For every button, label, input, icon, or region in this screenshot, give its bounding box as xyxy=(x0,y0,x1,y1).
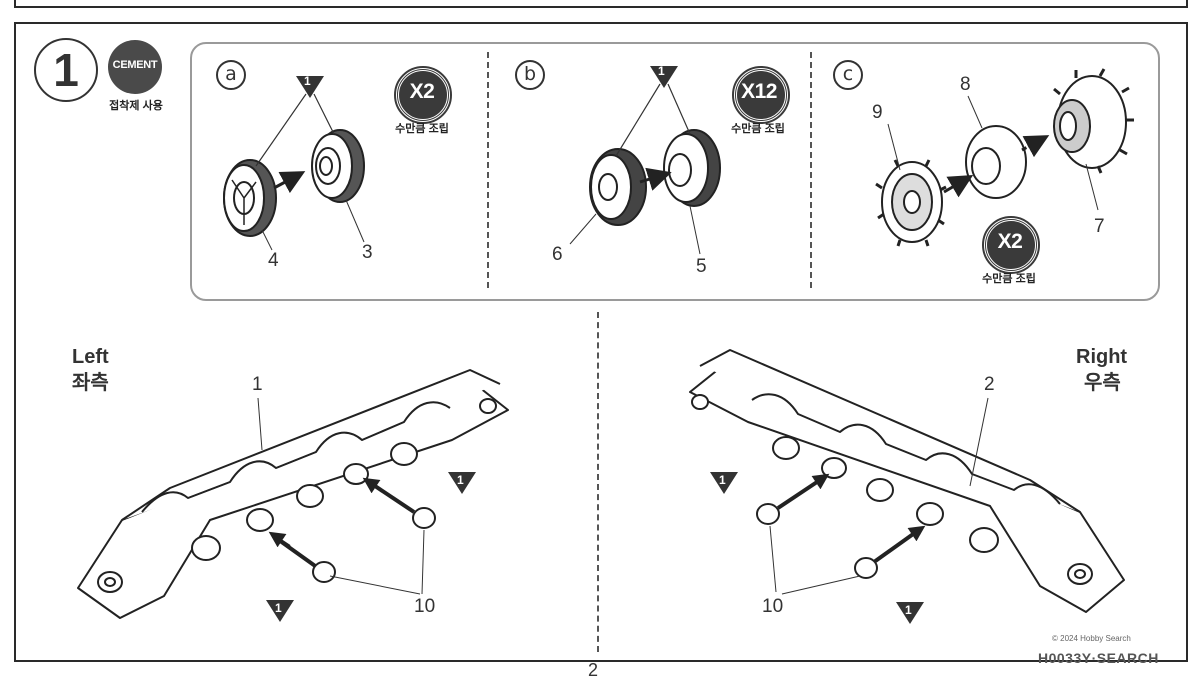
cement-icon xyxy=(108,40,162,94)
part-number-10-right: 10 xyxy=(762,596,784,617)
right-label-ko: 우측 xyxy=(1084,372,1121,394)
substep-c-label: c xyxy=(833,60,863,90)
multiplier-c-caption: 수만큼 조립 xyxy=(982,273,1036,285)
sprocket-part-9 xyxy=(875,159,947,247)
left-label-ko: 좌측 xyxy=(72,372,109,394)
multiplier-c: X2 xyxy=(997,230,1023,253)
multiplier-badge-icon xyxy=(982,216,1040,274)
wheel-part-3 xyxy=(311,129,365,203)
step-number: 1 xyxy=(34,38,98,102)
watermark: H0033Y·SEARCH xyxy=(1038,650,1159,666)
wheel-part-6 xyxy=(589,148,647,226)
right-label-en: Right xyxy=(1076,346,1128,368)
multiplier-a-caption: 수만큼 조립 xyxy=(395,123,449,135)
multiplier-badge-icon xyxy=(732,66,790,124)
multiplier-badge-icon xyxy=(394,66,452,124)
part-number-6: 6 xyxy=(552,244,563,265)
divider-ab xyxy=(487,52,489,288)
left-label-en: Left xyxy=(72,346,109,368)
part-number-2: 2 xyxy=(984,374,995,395)
part-number-7: 7 xyxy=(1094,216,1105,237)
hull-side-left xyxy=(77,369,509,619)
bolt-part-10-right xyxy=(756,478,918,579)
watermark-copyright: © 2024 Hobby Search xyxy=(1052,634,1131,643)
page-number: 2 xyxy=(588,660,599,680)
cement-label: CEMENT xyxy=(112,59,158,71)
part-number-4: 4 xyxy=(268,250,279,271)
part-number-3: 3 xyxy=(362,242,373,263)
glue-marker-b xyxy=(650,66,678,88)
wheel-part-4 xyxy=(223,159,277,237)
glue-marker-left-1-number: 1 xyxy=(457,473,464,487)
glue-marker-left-2-number: 1 xyxy=(275,601,282,615)
part-number-10-left: 10 xyxy=(414,596,436,617)
subassembly-box xyxy=(190,42,1160,301)
hull-side-right xyxy=(689,349,1125,613)
sprocket-part-7 xyxy=(1053,68,1134,174)
part-number-9: 9 xyxy=(872,102,883,123)
glue-marker-left-1 xyxy=(448,472,476,494)
substep-a-label: a xyxy=(216,60,246,90)
step-frame xyxy=(14,22,1188,662)
part-number-8: 8 xyxy=(960,74,971,95)
glue-marker-a xyxy=(296,76,324,98)
part-number-1: 1 xyxy=(252,374,263,395)
glue-marker-a-number: 1 xyxy=(304,74,311,88)
road-wheel-arm-left xyxy=(191,442,418,561)
glue-marker-b-number: 1 xyxy=(658,64,665,78)
road-wheel-arm-right xyxy=(772,436,999,553)
hub-part-8 xyxy=(965,125,1027,199)
glue-marker-left-2 xyxy=(266,600,294,622)
top-frame-edge xyxy=(14,0,1188,8)
substep-b-label: b xyxy=(515,60,545,90)
glue-marker-right-2-number: 1 xyxy=(905,603,912,617)
cement-caption: 접착제 사용 xyxy=(109,100,163,112)
part-number-5: 5 xyxy=(696,256,707,277)
multiplier-b: X12 xyxy=(741,80,777,103)
wheel-part-5 xyxy=(663,129,721,207)
multiplier-a: X2 xyxy=(409,80,435,103)
multiplier-b-caption: 수만큼 조립 xyxy=(731,123,785,135)
glue-marker-right-1-number: 1 xyxy=(719,473,726,487)
divider-left-right xyxy=(597,312,599,652)
glue-marker-right-1 xyxy=(710,472,738,494)
glue-marker-right-2 xyxy=(896,602,924,624)
divider-bc xyxy=(810,52,812,288)
